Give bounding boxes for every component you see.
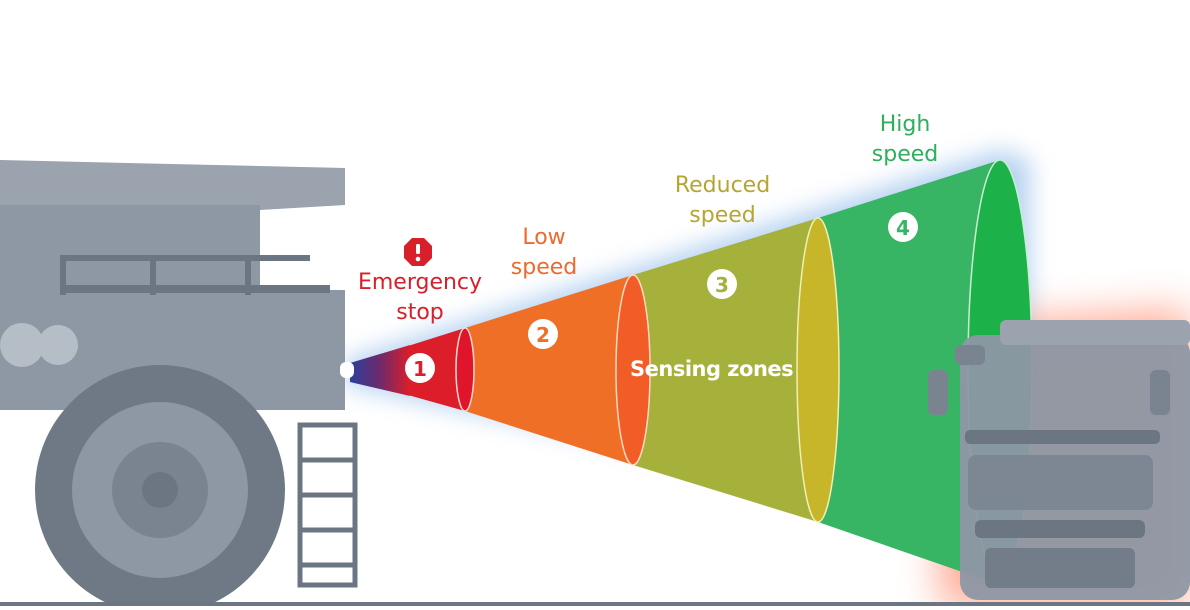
zone-2-label: Low speed xyxy=(494,223,594,283)
small-truck xyxy=(928,320,1190,600)
svg-text:4: 4 xyxy=(896,216,910,240)
ground-line xyxy=(0,602,1190,606)
sensing-zones-label: Sensing zones xyxy=(630,357,794,381)
zone-3-label-line2: speed xyxy=(689,203,756,228)
zone-3-ellipse xyxy=(796,217,840,523)
zone-2-ellipse xyxy=(615,274,651,466)
zone-1-ellipse xyxy=(455,327,475,412)
zone-badge-4: 4 xyxy=(888,212,918,242)
zone-badge-2: 2 xyxy=(528,319,558,349)
svg-text:2: 2 xyxy=(536,323,550,347)
zone-badge-1: 1 xyxy=(405,353,435,383)
zone-4-label-line1: High xyxy=(879,112,931,137)
svg-text:1: 1 xyxy=(413,357,427,381)
zone-1-section xyxy=(408,328,465,411)
zone-1-label-line2: stop xyxy=(396,300,444,325)
zone-1-label-line1: Emergency xyxy=(357,270,483,295)
zone-1-label: Emergency stop xyxy=(350,268,490,328)
zone-2-label-line1: Low xyxy=(522,225,566,250)
zone-3-label-line1: Reduced xyxy=(674,173,771,198)
sensor-lamp xyxy=(340,362,354,378)
svg-text:3: 3 xyxy=(715,273,729,297)
zone-2-section xyxy=(465,275,633,465)
mining-truck xyxy=(0,160,358,610)
zone-origin xyxy=(350,345,410,396)
zone-4-section xyxy=(818,160,1000,585)
exclamation-octagon-icon xyxy=(404,238,432,266)
zone-3-label: Reduced speed xyxy=(660,171,785,231)
zone-badge-3: 3 xyxy=(707,269,737,299)
zone-4-label: High speed xyxy=(855,110,955,170)
zone-2-label-line2: speed xyxy=(510,255,578,280)
zone-3-section xyxy=(633,218,818,522)
zone-4-label-line2: speed xyxy=(871,142,939,167)
